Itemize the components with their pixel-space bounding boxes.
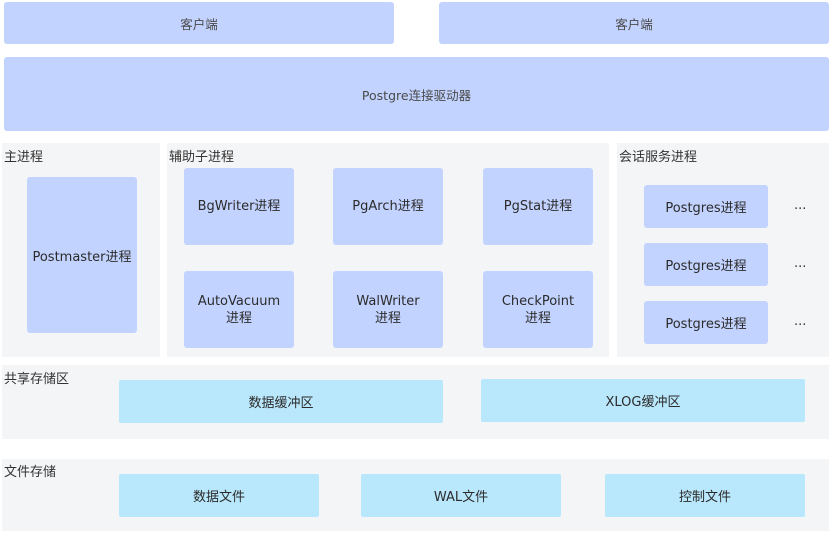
wal-file-label: WAL文件 — [433, 490, 489, 505]
pgstat-label: PgStat进程 — [503, 199, 573, 214]
postgres-process-label: Postgres进程 — [665, 201, 747, 216]
postmaster-box: Postmaster进程 — [27, 177, 137, 333]
ellipsis: ... — [794, 314, 807, 329]
postgres-process-box: Postgres进程 — [644, 243, 768, 286]
autovacuum-label: AutoVacuum 进程 — [197, 293, 281, 326]
data-buffer-box: 数据缓冲区 — [119, 380, 443, 423]
postgres-process-label: Postgres进程 — [665, 259, 747, 274]
client-label: 客户端 — [615, 16, 653, 32]
client-label: 客户端 — [180, 16, 218, 32]
wal-file-box: WAL文件 — [361, 474, 561, 517]
postgres-process-label: Postgres进程 — [665, 317, 747, 332]
pgarch-box: PgArch进程 — [333, 168, 443, 245]
main-process-label: 主进程 — [4, 150, 44, 165]
shared-storage-label: 共享存储区 — [4, 372, 70, 387]
driver-box: Postgre连接驱动器 — [4, 57, 829, 131]
checkpoint-box: CheckPoint 进程 — [483, 271, 593, 348]
postgres-process-box: Postgres进程 — [644, 301, 768, 344]
data-buffer-label: 数据缓冲区 — [248, 396, 314, 411]
data-file-label: 数据文件 — [192, 490, 245, 505]
postmaster-label: Postmaster进程 — [32, 249, 132, 265]
control-file-label: 控制文件 — [678, 490, 731, 505]
session-process-label: 会话服务进程 — [619, 150, 698, 165]
data-file-box: 数据文件 — [119, 474, 319, 517]
postgres-process-box: Postgres进程 — [644, 185, 768, 228]
xlog-buffer-label: XLOG缓冲区 — [605, 395, 681, 410]
driver-label: Postgre连接驱动器 — [361, 87, 472, 103]
checkpoint-label: CheckPoint 进程 — [501, 293, 575, 326]
file-storage-label: 文件存储 — [4, 465, 57, 480]
walwriter-box: WalWriter 进程 — [333, 271, 443, 348]
client-box-left: 客户端 — [4, 2, 394, 44]
ellipsis: ... — [794, 256, 807, 271]
client-box-right: 客户端 — [439, 2, 829, 44]
bgwriter-label: BgWriter进程 — [197, 199, 281, 214]
xlog-buffer-box: XLOG缓冲区 — [481, 379, 805, 422]
autovacuum-box: AutoVacuum 进程 — [184, 271, 294, 348]
control-file-box: 控制文件 — [605, 474, 805, 517]
pgarch-label: PgArch进程 — [352, 199, 424, 214]
walwriter-label: WalWriter 进程 — [356, 293, 420, 326]
pgstat-box: PgStat进程 — [483, 168, 593, 245]
aux-process-label: 辅助子进程 — [169, 150, 235, 165]
ellipsis: ... — [794, 198, 807, 213]
bgwriter-box: BgWriter进程 — [184, 168, 294, 245]
